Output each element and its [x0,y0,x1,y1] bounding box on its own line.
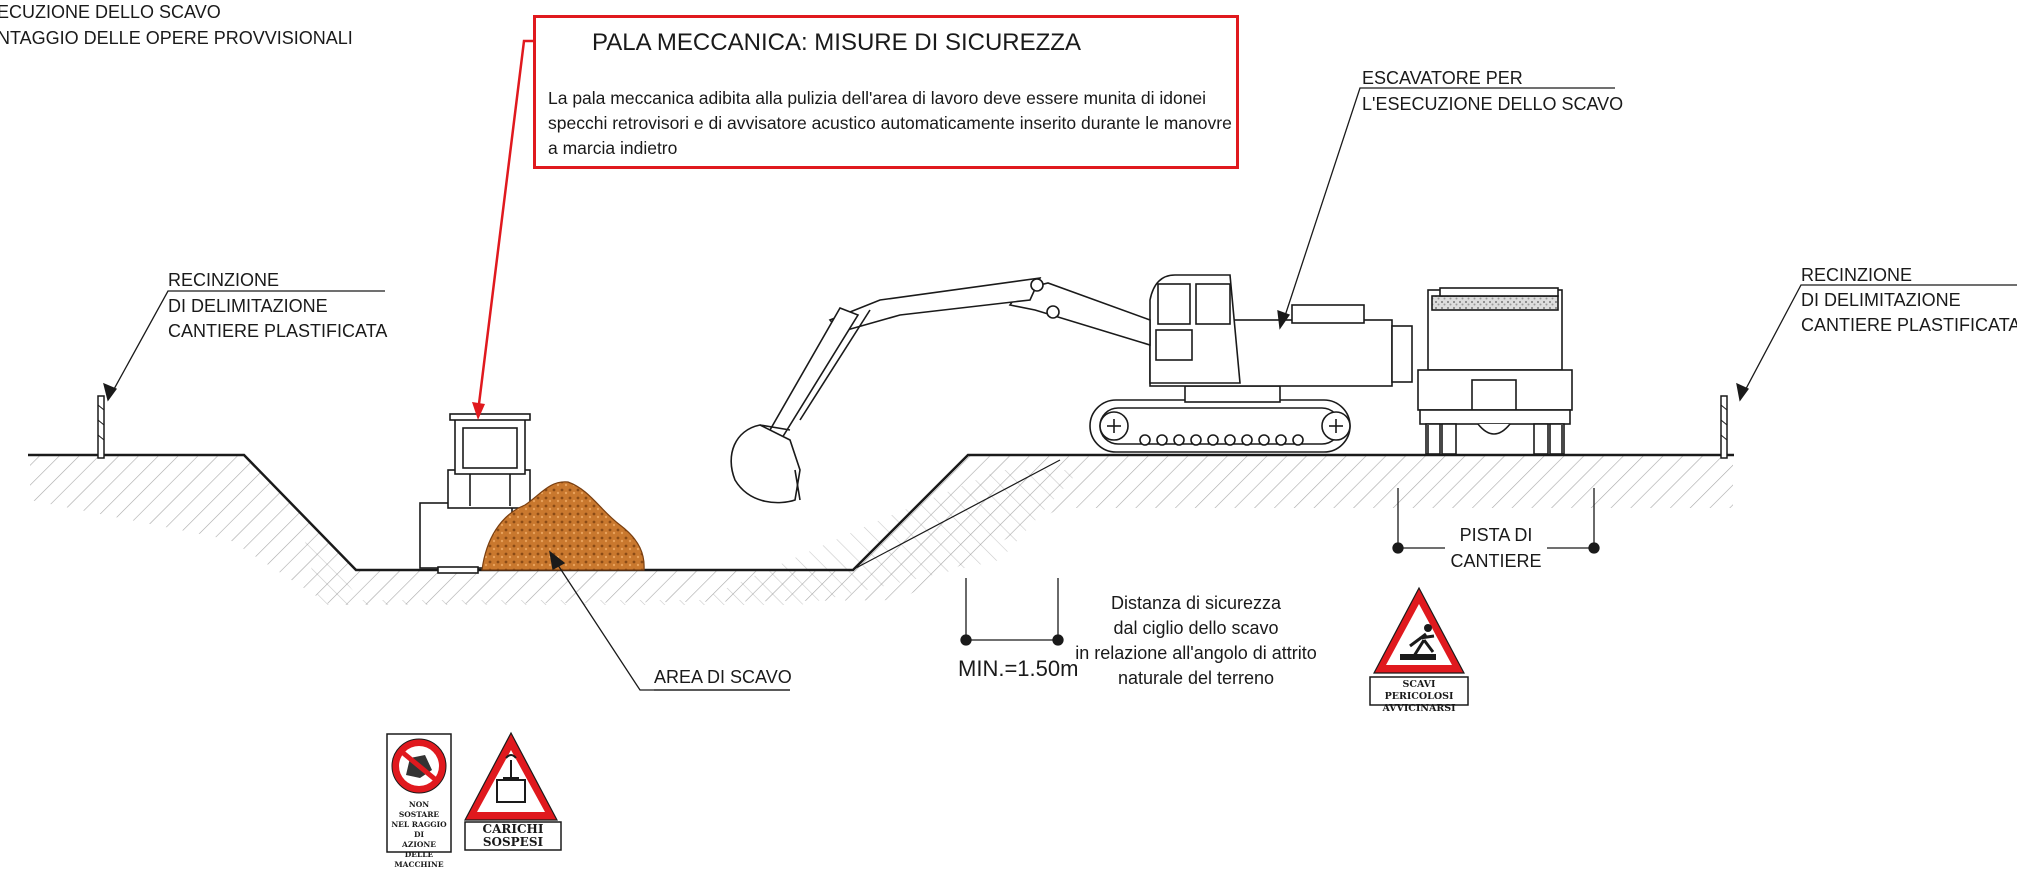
fence-left-label-line-2: DI DELIMITAZIONE [168,296,328,316]
ground-hatch [30,456,1733,605]
no-stop-sign-text: NON SOSTARE NEL RAGGIO DI AZIONE DELLE M… [388,800,450,870]
header-fragment-line-2: NTAGGIO DELLE OPERE PROVVISIONALI [0,28,353,48]
dump-truck-icon [1417,287,1573,455]
callout-body-line: a marcia indietro [548,138,678,158]
no-stopping-sign-icon [386,733,452,853]
no-stop-sign-line: NEL RAGGIO DI [391,820,447,839]
excavation-danger-sign-text: SCAVI PERICOLOSI AVVICINARSI [1370,679,1468,715]
work-area-label: AREA DI SCAVO [654,667,792,687]
label-underlines [654,87,1615,691]
callout-body-line: specchi retrovisori e di avvisatore acus… [548,113,1232,133]
fence-post-icon [1720,395,1728,459]
fence-left-label-line-3: CANTIERE PLASTIFICATA [168,321,388,341]
excavator-icon [730,274,1413,504]
suspended-loads-sign-line: SOSPESI [482,835,544,849]
fence-post-icon [97,395,105,459]
min-distance-label: MIN.=1.50m [958,656,1079,681]
pista-label-line-2: CANTIERE [1450,551,1542,571]
callout-body-line: La pala meccanica adibita alla pulizia d… [548,88,1207,108]
no-stop-sign-line: AZIONE DELLE [402,840,436,859]
excavator-label-line-2: L'ESECUZIONE DELLO SCAVO [1362,94,1624,114]
safety-callout-box: PALA MECCANICA: MISURE DI SICUREZZA La p… [533,15,1239,169]
fence-right-label-line-3: CANTIERE PLASTIFICATA [1801,315,2017,335]
excavator-label-line-1: ESCAVATORE PER [1362,68,1523,88]
excavator-leader [1277,87,1363,330]
excavation-danger-sign-line: AVVICINARSI [1382,703,1456,714]
callout-title: PALA MECCANICA: MISURE DI SICUREZZA [592,29,1081,56]
fence-left-label-line-1: RECINZIONE [168,270,280,290]
safety-distance-line-3: in relazione all'angolo di attrito [1075,643,1317,663]
callout-body: La pala meccanica adibita alla pulizia d… [548,86,1232,161]
header-fragment-line-1: ECUZIONE DELLO SCAVO [0,2,221,22]
soil-pile [481,481,645,571]
fence-right-label-line-1: RECINZIONE [1801,265,1913,285]
min-distance-dimension [960,578,1064,646]
safety-distance-line-2: dal ciglio dello scavo [1113,618,1279,638]
pista-label-line-1: PISTA DI [1459,525,1533,545]
safety-distance-line-1: Distanza di sicurezza [1110,593,1282,613]
excavation-danger-sign-line: SCAVI PERICOLOSI [1384,679,1454,702]
suspended-loads-sign-text: CARICHI SOSPESI [465,823,561,849]
safety-distance-line-4: naturale del terreno [1117,668,1275,688]
fence-right-label-line-2: DI DELIMITAZIONE [1801,290,1961,310]
suspended-loads-sign-line: CARICHI [482,822,544,836]
no-stop-sign-line: MACCHINE [394,860,444,869]
callout-leader [472,39,533,420]
pista-dimension [1392,488,1600,554]
excavation-danger-sign-icon [1369,586,1469,706]
no-stop-sign-line: NON SOSTARE [398,800,440,819]
suspended-loads-sign-icon [464,731,562,851]
fence-leaders [103,284,2017,402]
